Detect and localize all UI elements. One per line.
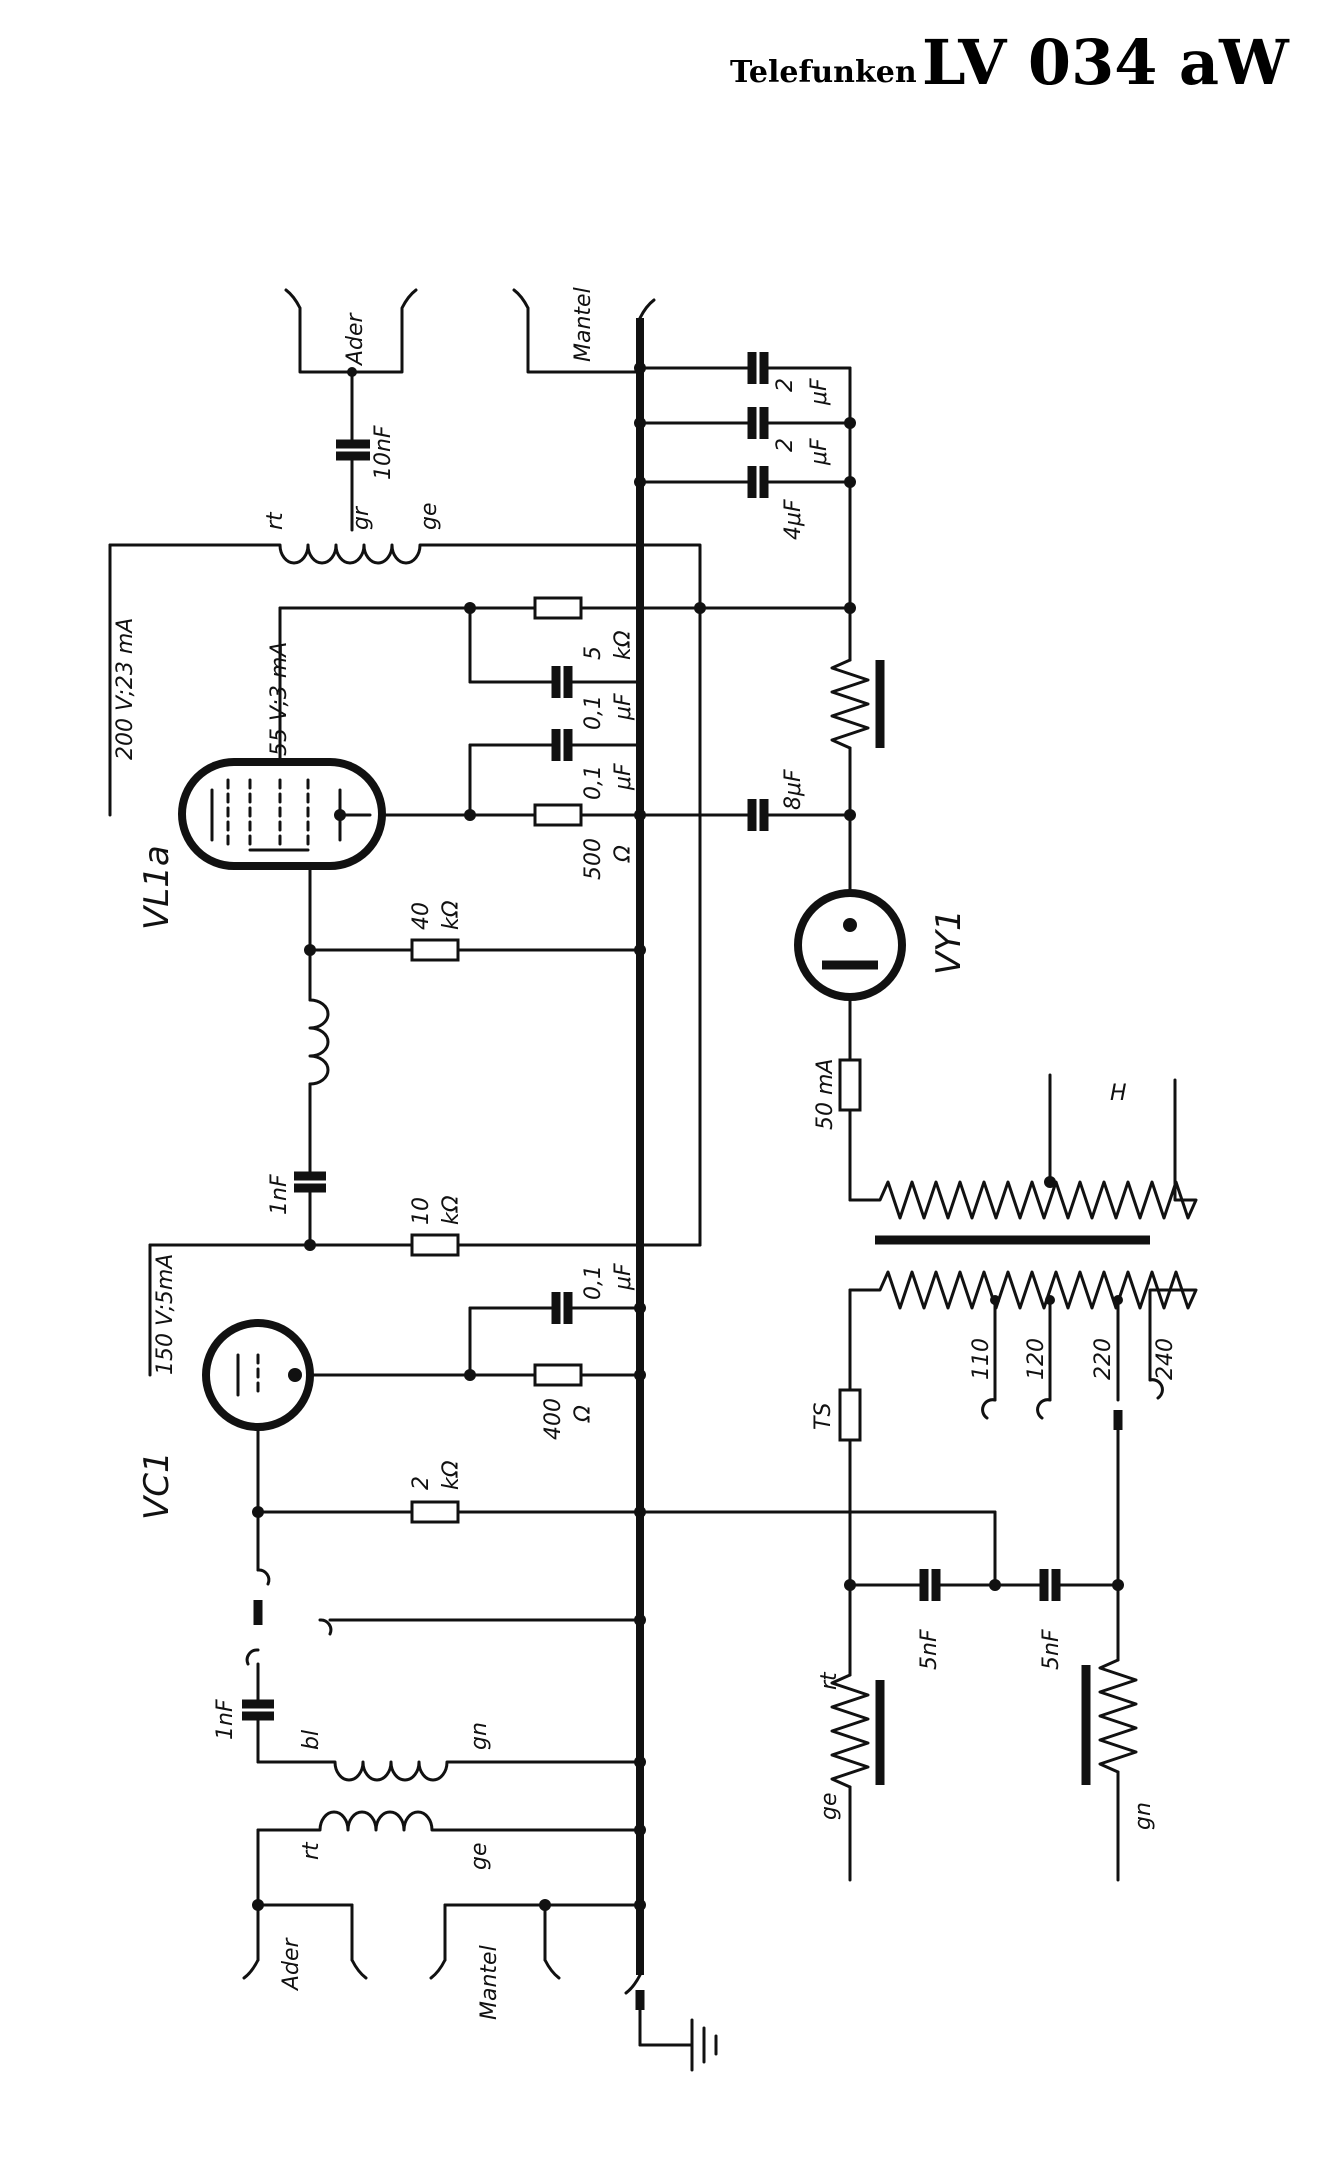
model-title: LV 034 aW (922, 26, 1290, 99)
svg-text:μF: μF (807, 378, 832, 406)
svg-text:gn: gn (1131, 1802, 1156, 1830)
svg-text:10nF: 10nF (371, 425, 396, 480)
svg-text:0,1: 0,1 (581, 695, 606, 730)
svg-text:VY1: VY1 (929, 909, 969, 975)
svg-text:1nF: 1nF (267, 1174, 292, 1215)
svg-text:Mantel: Mantel (477, 1945, 502, 2020)
svg-text:1nF: 1nF (213, 1699, 238, 1740)
tube-vl1a: VL1a (137, 758, 386, 930)
svg-text:kΩ: kΩ (611, 630, 636, 660)
anode-feed-chain: 40 kΩ 1nF 10 kΩ 150 V;5mA (148, 864, 702, 1377)
svg-text:Ω: Ω (571, 1405, 596, 1423)
svg-text:bl: bl (299, 1730, 324, 1750)
svg-text:VC1: VC1 (137, 1451, 177, 1520)
svg-text:240: 240 (1153, 1338, 1178, 1380)
svg-text:50 mA: 50 mA (813, 1059, 838, 1130)
svg-text:kΩ: kΩ (439, 1460, 464, 1490)
tube-vc1: VC1 0,1 μF 400 Ω (137, 1263, 646, 1520)
mains-transformer: H 110 120 220 240 (848, 1073, 1198, 1430)
svg-text:0,1: 0,1 (581, 1265, 606, 1300)
svg-text:Ader: Ader (343, 311, 368, 367)
svg-text:155 V;3 mA: 155 V;3 mA (267, 642, 292, 770)
svg-text:ge: ge (817, 1793, 842, 1821)
svg-text:rt: rt (299, 1841, 324, 1860)
mains-filter: TS 5nF 5nF rt ge gn (638, 1388, 1156, 1882)
svg-text:4μF: 4μF (781, 499, 806, 540)
svg-text:μF: μF (611, 693, 636, 721)
svg-text:VL1a: VL1a (137, 845, 177, 930)
svg-text:H: H (1110, 1081, 1127, 1106)
mantel-top: Mantel (512, 287, 656, 374)
ground-icon (624, 1973, 718, 2072)
svg-text:220: 220 (1091, 1338, 1116, 1380)
svg-text:120: 120 (1024, 1338, 1049, 1380)
svg-text:kΩ: kΩ (439, 1195, 464, 1225)
tube-vy1 (794, 889, 906, 1001)
svg-text:10: 10 (409, 1197, 434, 1225)
svg-text:gr: gr (349, 505, 374, 530)
antenna-ader-top: Ader (284, 288, 418, 442)
vl1a-plate-circuit: 5 kΩ 0,1 μF 155 V;3 mA (267, 596, 856, 782)
svg-text:μF: μF (807, 438, 832, 466)
svg-text:0,1: 0,1 (581, 765, 606, 800)
svg-text:μF: μF (611, 1263, 636, 1291)
svg-text:rt: rt (817, 1671, 842, 1690)
svg-text:200 V;23 mA: 200 V;23 mA (113, 618, 138, 760)
svg-text:TS: TS (811, 1403, 836, 1430)
svg-text:Mantel: Mantel (571, 287, 596, 362)
svg-text:ge: ge (417, 503, 442, 531)
svg-text:400: 400 (541, 1398, 566, 1440)
svg-text:5nF: 5nF (1039, 1629, 1064, 1670)
vl1a-cathode-circuit: 0,1 μF 500 Ω 8μF (368, 729, 856, 880)
svg-text:2: 2 (409, 1476, 434, 1490)
svg-text:2: 2 (773, 378, 798, 392)
svg-text:5nF: 5nF (917, 1629, 942, 1670)
svg-text:Ader: Ader (279, 1936, 304, 1992)
svg-text:rt: rt (263, 511, 288, 530)
input-section-bottom: 2 kΩ 1nF bl gn rt ge Ader Mantel (213, 1460, 646, 2020)
svg-text:500: 500 (581, 838, 606, 880)
svg-text:kΩ: kΩ (439, 900, 464, 930)
capacitor-10nf: 10nF (336, 425, 396, 532)
svg-text:150 V;5mA: 150 V;5mA (153, 1254, 178, 1375)
svg-text:ge: ge (467, 1843, 492, 1871)
svg-text:Ω: Ω (611, 845, 636, 863)
svg-text:40: 40 (409, 902, 434, 930)
svg-text:8μF: 8μF (781, 769, 806, 810)
brand-title: Telefunken (730, 55, 917, 90)
input-coil-top: rt gr ge 200 V;23 mA (108, 503, 702, 1247)
filter-capacitors: 2 μF 2 μF 4μF (634, 352, 856, 662)
svg-text:110: 110 (969, 1338, 994, 1380)
power-supply-rectifier: VY1 50 mA (794, 606, 969, 1202)
svg-text:2: 2 (773, 438, 798, 452)
svg-text:5: 5 (581, 646, 606, 660)
svg-text:μF: μF (611, 763, 636, 791)
svg-text:gn: gn (467, 1722, 492, 1750)
